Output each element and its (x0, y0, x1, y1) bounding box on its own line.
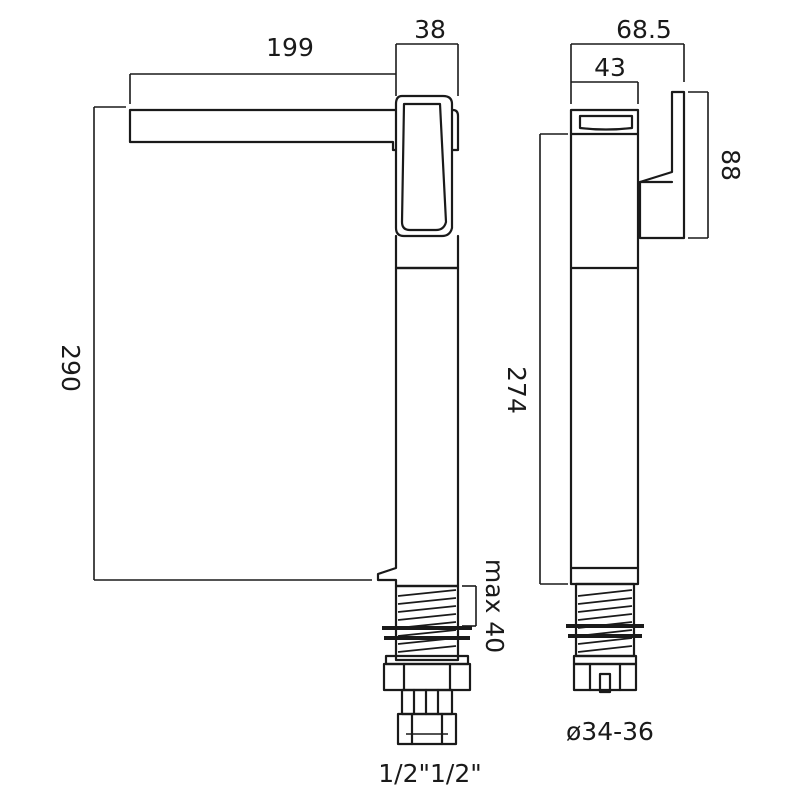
dim-body-depth-label: 43 (594, 53, 626, 82)
connection-size-label: 1/2"1/2" (378, 759, 481, 788)
lever-handle-inner (400, 102, 448, 232)
threaded-shank-side (382, 584, 472, 746)
dim-body-width-side: 38 (395, 15, 459, 96)
lever-handle-front (638, 90, 686, 240)
dim-lever-height-label: 88 (716, 149, 745, 181)
front-view: 68.5 43 88 274 (502, 15, 745, 746)
dim-total-depth: 68.5 (570, 15, 685, 104)
dim-lever-height: 88 (688, 91, 745, 239)
tap-body-front (569, 132, 640, 586)
dim-max-deck: max 40 (462, 559, 509, 653)
dim-body-depth: 43 (571, 53, 639, 104)
tap-body-side (376, 234, 460, 588)
dim-body-width-side-label: 38 (414, 15, 446, 44)
hole-diameter-label: ø34-36 (566, 717, 654, 746)
dim-spout-reach: 199 (129, 33, 396, 104)
dim-total-height-label: 290 (56, 344, 85, 392)
dim-spout-reach-label: 199 (266, 33, 314, 62)
dim-total-height: 290 (56, 106, 372, 581)
spout (128, 108, 460, 152)
side-view: 199 38 290 max 40 (56, 15, 509, 788)
dim-max-deck-label: max 40 (480, 559, 509, 653)
lever-handle-side (394, 94, 454, 238)
dim-body-height-label: 274 (502, 366, 531, 414)
dim-total-depth-label: 68.5 (616, 15, 672, 44)
dim-body-height: 274 (502, 133, 568, 585)
threaded-shank-front (566, 582, 644, 694)
